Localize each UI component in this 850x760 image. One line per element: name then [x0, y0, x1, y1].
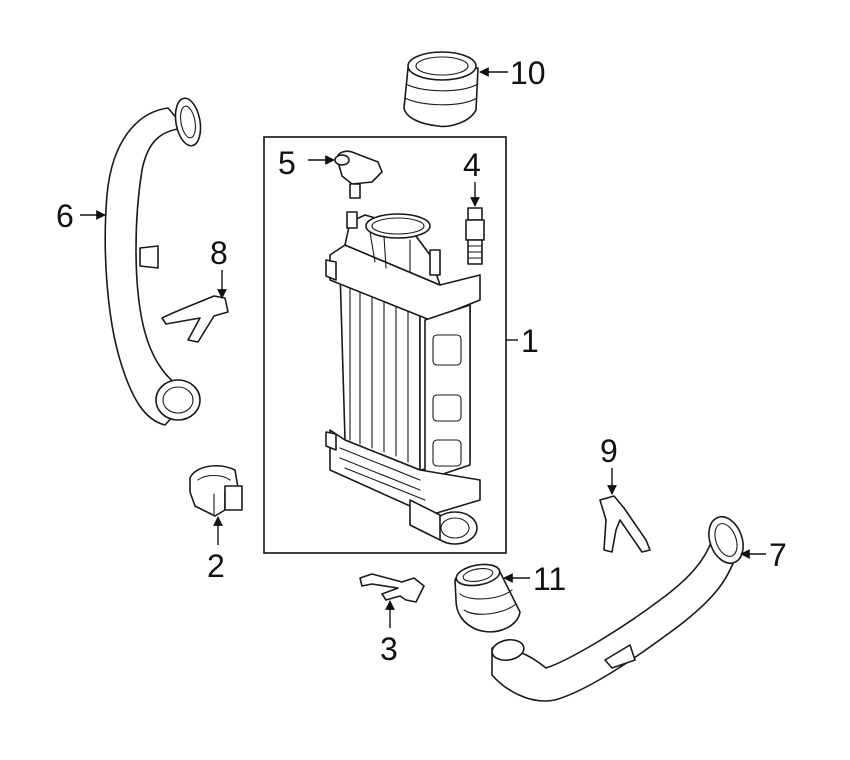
callout-11: 11: [533, 561, 566, 597]
callout-7: 7: [769, 537, 787, 573]
callout-9: 9: [600, 433, 618, 469]
charge-pipe-part-7: [491, 515, 744, 702]
intercooler-part: [325, 211, 481, 545]
pressure-sensor-part-5: [334, 150, 383, 199]
assembly-frame: [263, 136, 507, 554]
callout-5: 5: [278, 145, 296, 181]
bracket-part-9: [599, 495, 651, 553]
callout-4: 4: [463, 147, 481, 183]
callout-10: 10: [510, 55, 546, 91]
callout-2: 2: [207, 548, 225, 584]
coupler-hose-part-11: [454, 563, 521, 633]
bracket-part-3: [359, 573, 425, 603]
callout-6: 6: [56, 198, 74, 234]
temperature-sensor-part-4: [465, 207, 485, 265]
bracket-part-8: [161, 295, 229, 343]
callout-8: 8: [210, 235, 228, 271]
callout-1: 1: [521, 323, 539, 359]
charge-pipe-part-6: [104, 97, 202, 426]
callout-3: 3: [380, 631, 398, 667]
bracket-part-2: [189, 465, 243, 517]
coupler-hose-part-10: [403, 51, 479, 128]
